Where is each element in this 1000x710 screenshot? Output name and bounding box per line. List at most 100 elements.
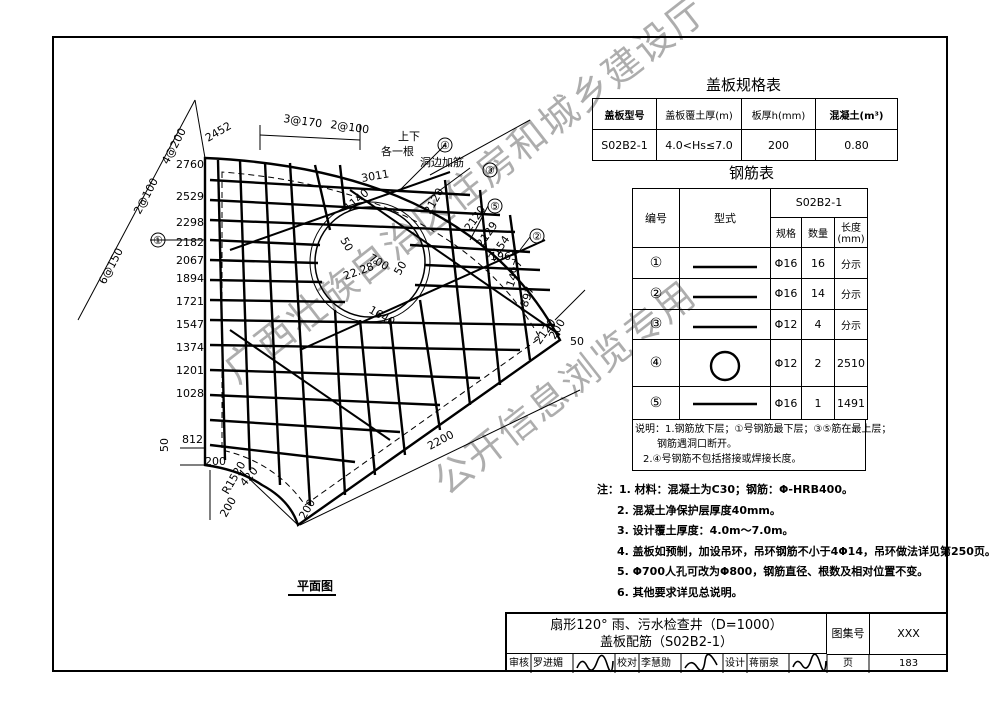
rebar-len: 分示 <box>834 277 868 310</box>
rebar-spec: Φ12 <box>770 339 802 388</box>
spec-cell-2: 200 <box>741 129 816 161</box>
atlas-value: XXX <box>869 614 948 655</box>
rebar-qty: 16 <box>801 247 835 279</box>
rebar-head-len: 长度(mm) <box>834 216 868 249</box>
rebar-len: 分示 <box>834 308 868 341</box>
marker-5: ⑤ <box>490 200 500 213</box>
reviewer-name: 罗进媚 <box>533 658 563 669</box>
spec-table: 盖板型号 盖板覆土厚(m) 板厚h(mm) 混凝土(m³) S02B2-1 4.… <box>592 98 898 161</box>
sign-row: 审核 罗进媚 校对 李慧勋 设计 蒋丽泉 页 183 <box>507 655 948 672</box>
d200b: 200 <box>217 495 239 520</box>
d200a: 200 <box>205 455 226 468</box>
sign-row-grid <box>530 654 870 673</box>
len-8: 1547 <box>176 318 204 331</box>
callout-top: 上下 <box>398 130 420 143</box>
rebar-spec: Φ12 <box>770 308 802 341</box>
marker-2: ② <box>532 230 542 243</box>
rebar-qty: 14 <box>801 277 835 310</box>
len-0: 2452 <box>203 119 234 144</box>
dim-2at100b: 2@100 <box>131 176 161 217</box>
rebar-head-spec: 规格 <box>770 216 802 249</box>
page-value: 183 <box>899 658 919 669</box>
rebar-spec: Φ16 <box>770 247 802 279</box>
note-6: 6. 其他要求详见总说明。 <box>617 585 743 599</box>
rebar-spec: Φ16 <box>770 386 802 420</box>
dim-2at100: 2@100 <box>330 118 370 136</box>
note-2: 2. 混凝土净保护层厚度40mm。 <box>617 503 781 517</box>
spec-cell-3: 0.80 <box>815 129 898 161</box>
rebar-row: ① Φ16 16 分示 <box>632 247 868 279</box>
callout-each: 各一根 <box>381 144 414 158</box>
d50b: 50 <box>391 259 409 278</box>
note-1: 注：1. 材料：混凝土为C30；钢筋：Φ-HRB400。 <box>597 483 853 496</box>
rebar-qty: 4 <box>801 308 835 341</box>
note-3: 3. 设计覆土厚度：4.0m～7.0m。 <box>617 524 794 537</box>
d50d: 50 <box>570 335 584 348</box>
reviewer-signature <box>576 654 614 673</box>
spec-cell-0: S02B2-1 <box>592 129 657 161</box>
rebar-head-group: S02B2-1 <box>770 188 868 218</box>
dim-3at170: 3@170 <box>283 112 323 130</box>
rebar-no: ④ <box>632 339 680 388</box>
checker-signature <box>684 654 718 672</box>
d1640: 1640 <box>367 303 398 328</box>
rebar-head-qty: 数量 <box>801 216 835 249</box>
check-label: 校对 <box>617 658 637 669</box>
drawing-title-line2: 盖板配筋（S02B2-1） <box>600 635 733 650</box>
dim-6at150: 6@150 <box>96 246 126 287</box>
rebar-no: ① <box>632 247 680 279</box>
drawing-frame <box>52 36 948 672</box>
len-11: 1028 <box>176 387 204 400</box>
d50a: 50 <box>337 235 355 254</box>
rebar-spec: Φ16 <box>770 277 802 310</box>
review-label: 审核 <box>509 658 529 669</box>
rebar-row: ⑤ Φ16 1 1491 <box>632 386 868 420</box>
rebar-remarks: 说明：1.钢筋放下层；①号钢筋最下层；③⑤筋在最上层； 钢筋遇洞口断开。 2.④… <box>632 419 892 471</box>
drawing-title-line1: 扇形120° 雨、污水检查井（D=1000） <box>550 618 783 633</box>
len-7: 1721 <box>176 295 204 308</box>
rebar-no: ⑤ <box>632 386 680 420</box>
general-notes: 注：1. 材料：混凝土为C30；钢筋：Φ-HRB400。 2. 混凝土净保护层厚… <box>597 480 996 603</box>
spec-head-2: 板厚h(mm) <box>741 98 816 130</box>
rebar-remark-2: 钢筋遇洞口断开。 <box>657 439 737 450</box>
len-9: 1374 <box>176 341 204 354</box>
spec-cell-1: 4.0<Hs≤7.0 <box>656 129 742 161</box>
design-label: 设计 <box>725 658 745 669</box>
rebar-remark-1: 说明：1.钢筋放下层；①号钢筋最下层；③⑤筋在最上层； <box>635 424 892 435</box>
rebar-row: ③ Φ12 4 分示 <box>632 308 868 341</box>
note-4: 4. 盖板如预制，加设吊环，吊环钢筋不小于4Φ14，吊环做法详见第250页。 <box>617 544 996 558</box>
hole-rebar: 洞边加筋 <box>420 155 464 169</box>
drawing-title: 扇形120° 雨、污水检查井（D=1000） 盖板配筋（S02B2-1） <box>507 614 827 654</box>
rebar-set-2 <box>216 159 532 506</box>
title-block: 扇形120° 雨、污水检查井（D=1000） 盖板配筋（S02B2-1） 图集号… <box>505 612 948 673</box>
rebar-len: 分示 <box>834 247 868 279</box>
len-3: 2298 <box>176 216 204 229</box>
len-6: 1894 <box>176 272 204 285</box>
rebar-len: 2510 <box>834 339 868 388</box>
rebar-head-no: 编号 <box>632 187 680 249</box>
rebar-head-shape: 型式 <box>679 187 771 249</box>
len-2: 2529 <box>176 190 204 203</box>
rebar-len: 1491 <box>834 386 868 420</box>
rlen-3: 1965 <box>490 250 518 263</box>
atlas-label: 图集号 <box>827 614 870 655</box>
marker-3: ③ <box>485 164 495 177</box>
plan-caption: 平面图 <box>297 579 334 593</box>
rebar-set-3-5 <box>229 171 561 441</box>
d50c: 50 <box>158 438 171 452</box>
rebar-qty: 1 <box>801 386 835 420</box>
note-5: 5. Φ700人孔可改为Φ800，钢筋直径、根数及相对位置不变。 <box>617 565 929 578</box>
rebar-table-title: 钢筋表 <box>729 164 775 182</box>
rebar-table: 编号 型式 S02B2-1 规格 数量 长度(mm) ① Φ16 16 分示 ②… <box>632 187 868 420</box>
rebar-remark-3: 2.④号钢筋不包括搭接或焊接长度。 <box>643 454 802 465</box>
spec-table-title: 盖板规格表 <box>706 76 782 94</box>
marker-1: ① <box>153 234 163 247</box>
checker-name: 李慧勋 <box>641 658 671 669</box>
rebar-qty: 2 <box>801 339 835 388</box>
marker-4: ④ <box>440 139 450 152</box>
len-10: 1201 <box>176 364 204 377</box>
spec-head-1: 盖板覆土厚(m) <box>656 98 742 130</box>
designer-signature <box>792 654 827 672</box>
rebar-row: ④ Φ12 2 2510 <box>632 339 868 388</box>
